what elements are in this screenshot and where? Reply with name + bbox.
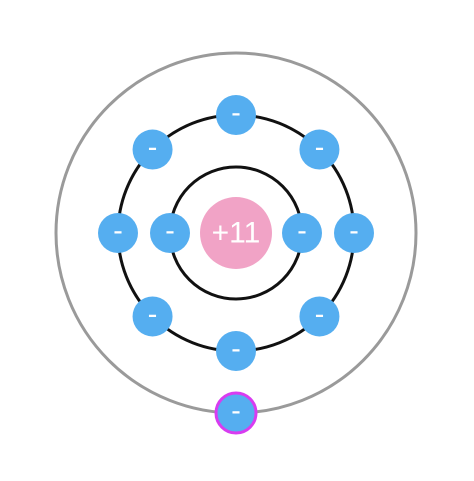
middle-shell-electron: –: [216, 95, 256, 135]
electron-minus-sign: –: [166, 222, 175, 243]
electron-minus-sign: –: [315, 305, 324, 326]
electron-circle: [98, 213, 138, 253]
electron-circle: [216, 95, 256, 135]
electron-circle: [132, 129, 173, 170]
electron-circle: [132, 296, 173, 337]
electron-circle: [334, 213, 374, 253]
electron-circle: [282, 213, 322, 253]
electron-minus-sign: –: [114, 222, 123, 243]
electron-circle: [150, 213, 190, 253]
middle-shell-electron: –: [299, 296, 340, 337]
electron-minus-sign: –: [232, 104, 241, 125]
outer-shell-electron: –: [214, 391, 258, 435]
electron-minus-sign: –: [232, 340, 241, 361]
middle-shell-electron: –: [98, 213, 138, 253]
electron-minus-sign: –: [350, 222, 359, 243]
nucleus-charge-label: +11: [212, 217, 261, 250]
middle-shell-electron: –: [216, 331, 256, 371]
electron-circle: [216, 331, 256, 371]
electron-minus-sign: –: [232, 402, 241, 423]
electrons-layer: – – – – – – – – – – –: [98, 95, 374, 435]
electron-circle: [299, 296, 340, 337]
electron-minus-sign: –: [315, 138, 324, 159]
electron-minus-sign: –: [148, 138, 157, 159]
electron-minus-sign: –: [148, 305, 157, 326]
electron-circle: [299, 129, 340, 170]
inner-shell-electron: –: [150, 213, 190, 253]
nucleus-circle: [200, 197, 272, 269]
middle-shell-electron: –: [299, 129, 340, 170]
nucleus: +11: [200, 197, 272, 269]
electron-minus-sign: –: [298, 222, 307, 243]
middle-shell-electron: –: [132, 129, 173, 170]
middle-shell-electron: –: [334, 213, 374, 253]
inner-shell-electron: –: [282, 213, 322, 253]
middle-shell-electron: –: [132, 296, 173, 337]
electron-circle: [214, 391, 258, 435]
